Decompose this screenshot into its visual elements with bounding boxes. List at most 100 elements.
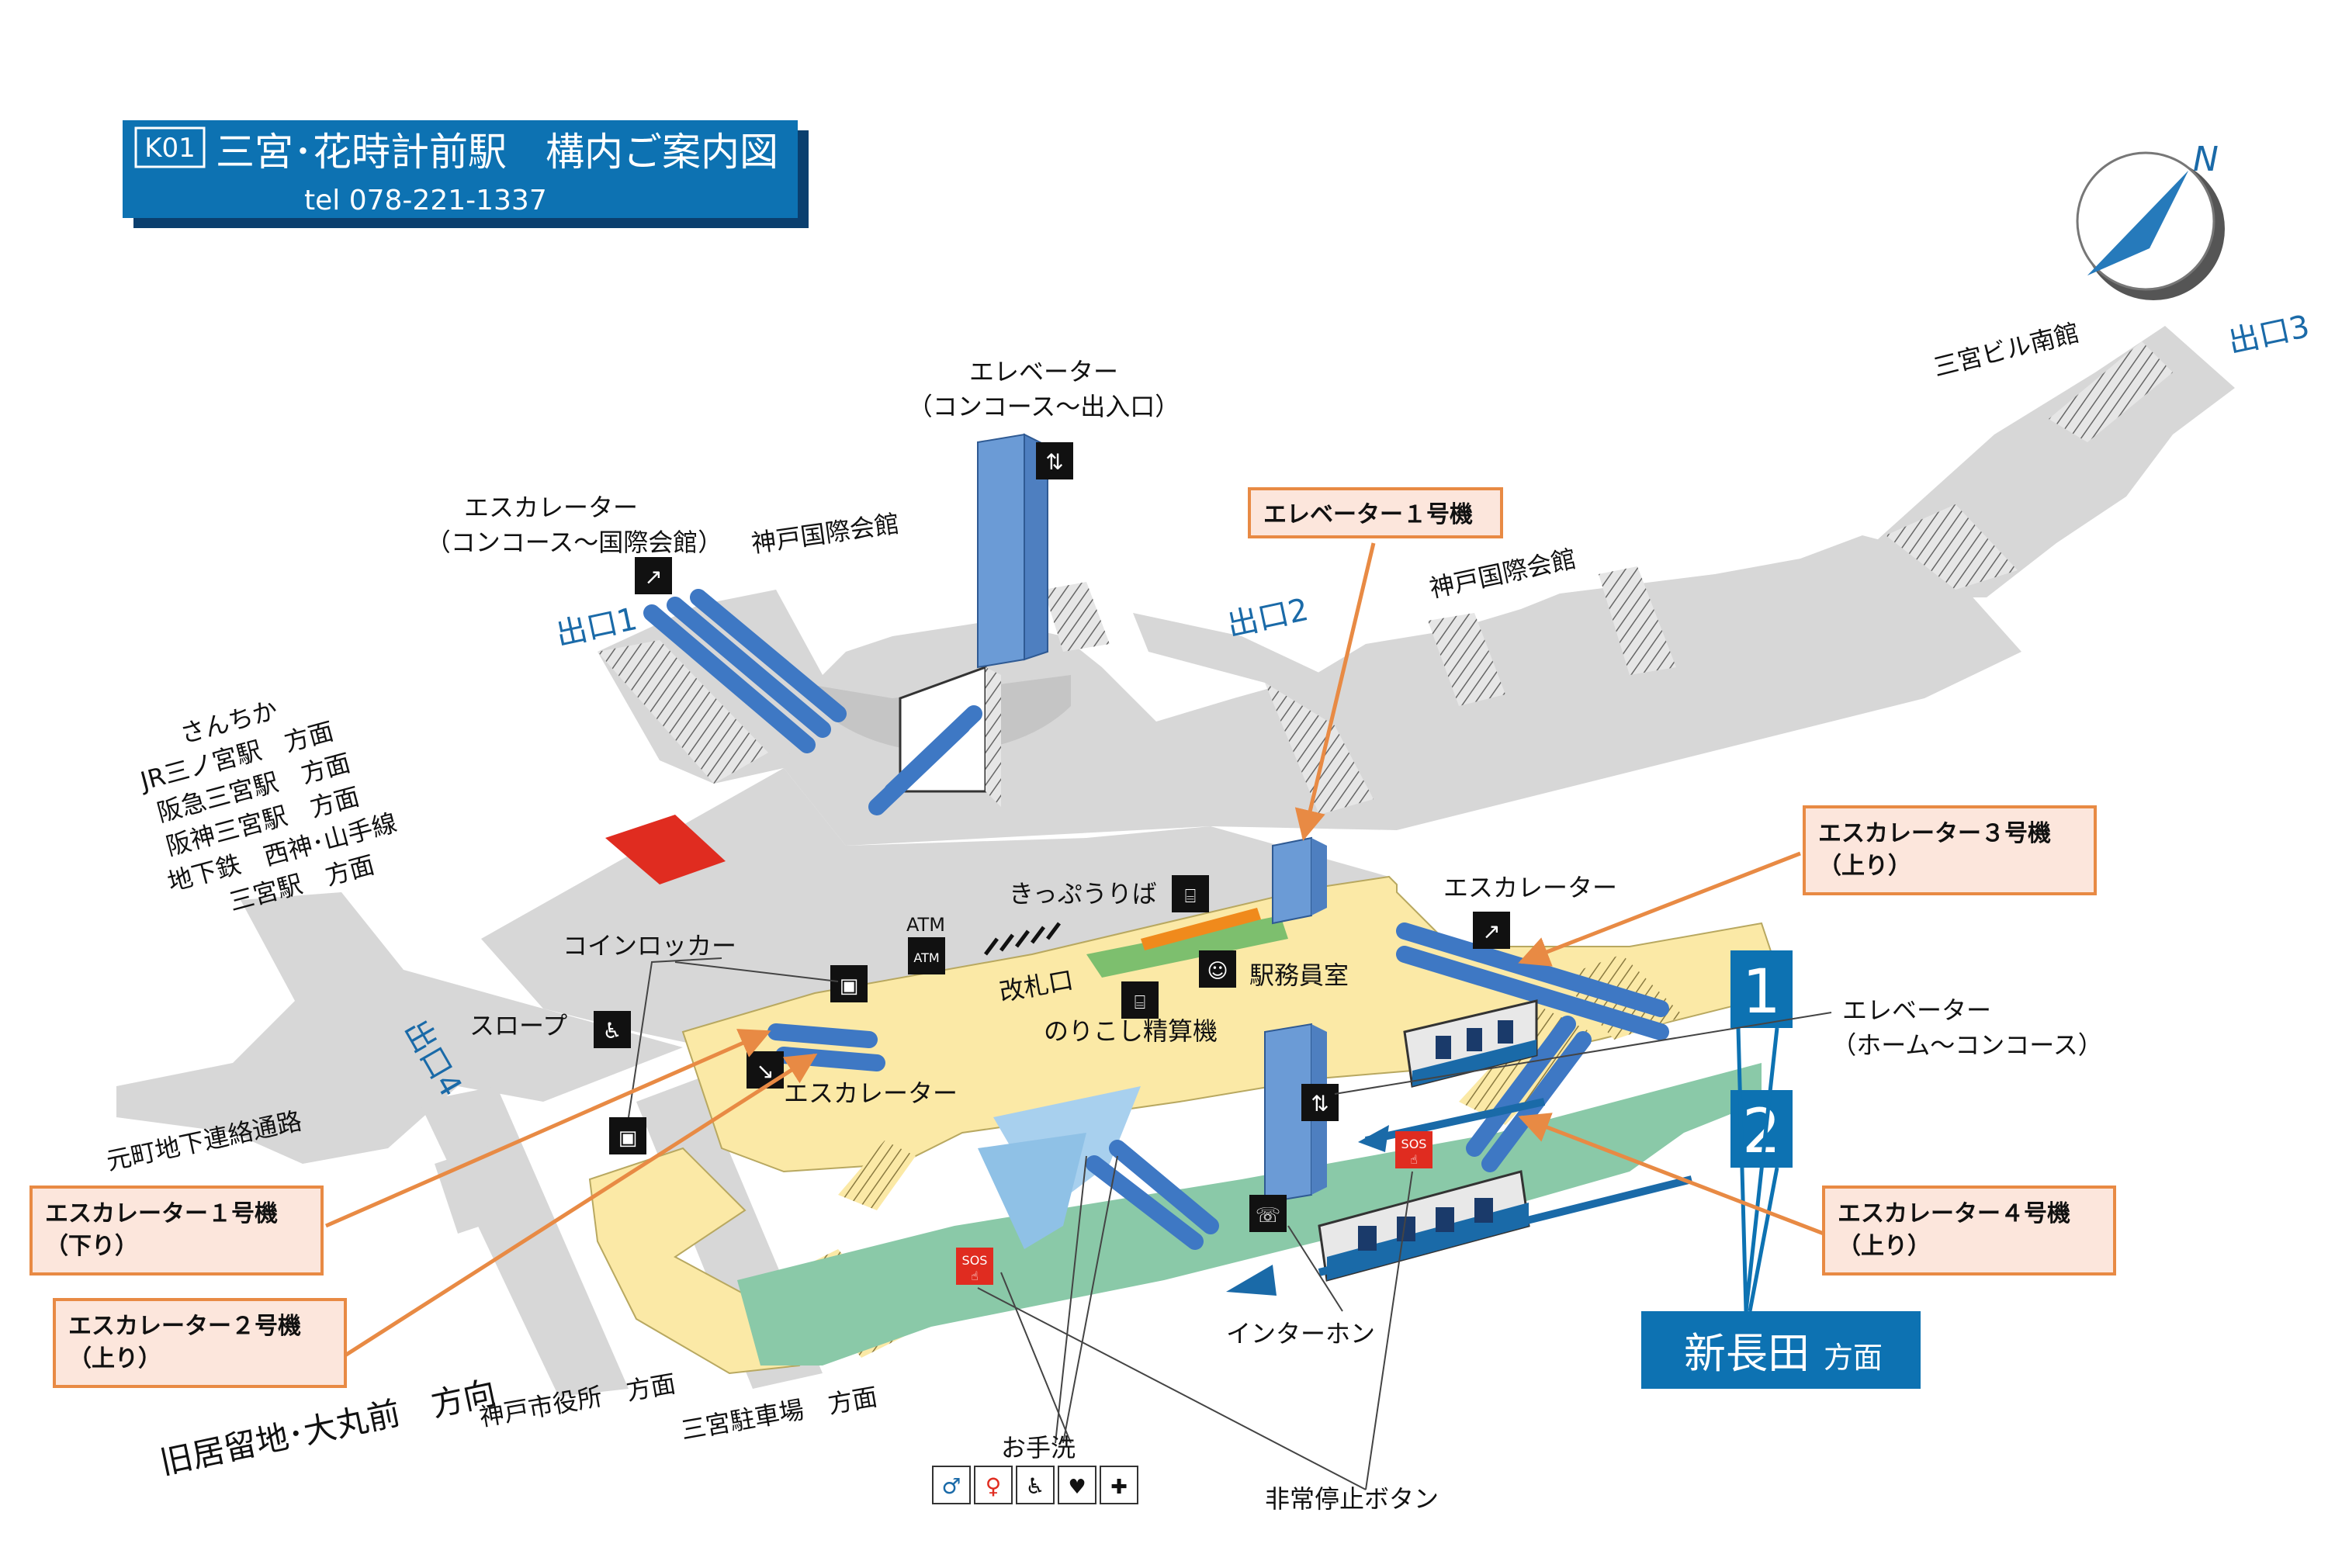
callout-escalator-3: エスカレーター３号機 （上り） <box>1803 805 2097 895</box>
intercom-icon: ☏ <box>1249 1195 1287 1232</box>
rotunda <box>799 665 1071 807</box>
stairs-exit3-a <box>1886 504 2018 590</box>
toilet-accessible-icon <box>1016 1466 1055 1504</box>
label-toilet: お手洗 <box>1001 1433 1076 1462</box>
label-atm: ATM <box>906 914 945 936</box>
west-directions: さんちか JR三ノ宮駅 方面 阪急三宮駅 方面 阪神三宮駅 方面 地下鉄 西神･… <box>136 695 400 917</box>
ticket-gate-marks <box>984 922 1061 956</box>
station-code: K01 <box>144 133 196 164</box>
svg-text:☝: ☝ <box>971 1269 979 1283</box>
label-coin-locker: コインロッカー <box>563 931 736 961</box>
stairs-kokusai-b <box>1599 566 1676 675</box>
callout-escalator-4: エスカレーター４号機 （上り） <box>1822 1186 2116 1276</box>
callout-escalator-1-direction: （下り） <box>45 1233 138 1260</box>
callout-escalator-2-direction: （上り） <box>68 1345 161 1372</box>
train-upper <box>1403 999 1538 1088</box>
sos-icon: SOS☝ <box>956 1248 993 1285</box>
escalator-rotunda <box>868 705 982 815</box>
label-elevator-right-2: （ホーム～コンコース） <box>1831 1030 2102 1060</box>
label-escalator-right: エスカレーター <box>1443 873 1617 902</box>
stairs-elevator-top <box>1044 582 1110 652</box>
svg-text:♂: ♂ <box>941 1473 961 1499</box>
svg-text:▣: ▣ <box>840 974 859 998</box>
callout-escalator-2-label: エスカレーター２号機 <box>68 1313 301 1340</box>
coin-locker-icon: ▣ <box>609 1117 646 1154</box>
svg-text:↘: ↘ <box>756 1058 774 1084</box>
elevator-icon: ⇅ <box>1301 1084 1339 1121</box>
destination-suffix: 方面 <box>1824 1341 1883 1375</box>
exit2-corridor <box>1133 613 1374 725</box>
sos-label: SOS <box>962 1253 988 1268</box>
svg-text:⌸: ⌸ <box>1185 885 1196 907</box>
svg-text:♿: ♿ <box>602 1018 622 1044</box>
wheelchair-icon: ♿ <box>594 1011 631 1048</box>
label-kokusai-1: 神戸国際会館 <box>750 509 901 559</box>
svg-text:☝: ☝ <box>1410 1152 1418 1167</box>
sos-label: SOS <box>1401 1137 1427 1151</box>
escalator-icon: ↘ <box>747 1051 784 1089</box>
leader-lines <box>628 957 1832 1490</box>
label-slope: スロープ <box>469 1011 567 1040</box>
callout-arrows <box>324 542 1824 1360</box>
label-escalator-top-2: （コンコース～国際会館） <box>426 528 722 557</box>
label-ekimuin: 駅務員室 <box>1249 961 1349 990</box>
elevator-1-shaft <box>1272 836 1327 925</box>
track-1-number: 1 <box>1742 957 1781 1027</box>
exit-3-label: 出口3 <box>2226 309 2313 361</box>
coin-locker-icon: ▣ <box>830 965 868 1002</box>
svg-text:✚: ✚ <box>1110 1476 1128 1499</box>
stairs-exit1 <box>598 640 768 784</box>
toilet-women-icon <box>974 1466 1013 1504</box>
svg-text:⇅: ⇅ <box>1311 1091 1329 1116</box>
stairs-exit2 <box>1265 683 1374 815</box>
label-elevator-top-1: エレベーター <box>969 357 1118 386</box>
escalator-4 <box>1086 1140 1219 1250</box>
stairs-exit3-b <box>2049 341 2173 442</box>
station-phone: tel 078-221-1337 <box>304 185 547 216</box>
stair-light-blue-b <box>978 1133 1086 1249</box>
callout-escalator-2: エスカレーター２号機 （上り） <box>53 1298 347 1388</box>
toilet-icons: ♂ ♀ ♿ ♥ ✚ <box>932 1466 1138 1504</box>
callout-escalator-3-direction: （上り） <box>1818 853 1911 880</box>
label-kokusai-2: 神戸国際会館 <box>1427 544 1579 604</box>
label-elevator-top-2: （コンコース～出入口） <box>908 392 1180 421</box>
escalator-exit1 <box>643 589 847 753</box>
svg-text:♿: ♿ <box>1025 1473 1044 1499</box>
svg-text:☏: ☏ <box>1256 1204 1281 1227</box>
label-sannomiya-bldg: 三宮ビル南館 <box>1931 317 2083 382</box>
stairs-kokusai-a <box>1428 613 1505 706</box>
label-kyukyoryuchi: 旧居留地･大丸前 方向 <box>157 1373 500 1482</box>
svg-text:▣: ▣ <box>618 1127 638 1150</box>
svg-text:⌸: ⌸ <box>1135 992 1145 1013</box>
svg-text:☺: ☺ <box>1207 960 1228 983</box>
fare-adjust-icon: ⌸ <box>1121 981 1159 1019</box>
callout-elevator-1: エレベーター１号機 <box>1248 487 1503 538</box>
label-escalator-mid: エスカレーター <box>784 1078 958 1108</box>
destination-sign: 新長田 方面 <box>1641 1311 1921 1389</box>
label-norikoshi: のりこし精算機 <box>1044 1016 1218 1046</box>
label-intercom: インターホン <box>1226 1319 1375 1348</box>
label-elevator-right-1: エレベーター <box>1842 995 1991 1025</box>
track-1-sign: 1 <box>1730 950 1793 1028</box>
station-code-box <box>134 126 206 168</box>
north-label: N <box>2193 140 2219 179</box>
ticket-gate-bar <box>1141 908 1261 950</box>
sos-icon: SOS☝ <box>1395 1131 1432 1168</box>
svg-text:ATM: ATM <box>913 950 939 965</box>
label-kippu: きっぷうりば <box>1009 879 1157 909</box>
compass-icon: N <box>2076 140 2225 300</box>
arrow-track-2 <box>1318 1175 1693 1276</box>
svg-text:↗: ↗ <box>1482 919 1500 944</box>
destination-name: 新長田 <box>1684 1329 1810 1378</box>
label-emergency: 非常停止ボタン <box>1265 1484 1439 1514</box>
ostomate-icon <box>1100 1466 1138 1504</box>
track-lines <box>1736 1027 1779 1312</box>
callout-escalator-1-label: エスカレーター１号機 <box>45 1200 278 1227</box>
callout-escalator-1: エスカレーター１号機 （下り） <box>29 1186 324 1276</box>
page-title: 三宮･花時計前駅 構内ご案内図 <box>216 130 778 175</box>
callout-escalator-4-direction: （上り） <box>1838 1233 1931 1260</box>
staff-icon: ☺ <box>1199 950 1236 988</box>
svg-text:↗: ↗ <box>644 564 662 590</box>
elevator-icon: ⇅ <box>1036 442 1073 479</box>
